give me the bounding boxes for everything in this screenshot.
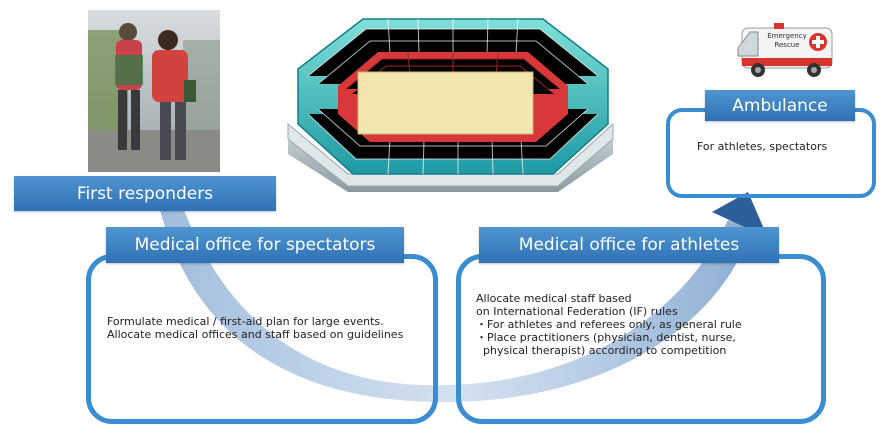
ambulance-label: Ambulance <box>705 90 855 121</box>
flow-arrow-head <box>712 192 768 238</box>
flow-arrow <box>160 192 768 403</box>
spectators-office-label: Medical office for spectators <box>106 227 404 263</box>
ambulance-sign-line2: Rescue <box>774 41 799 49</box>
spectators-office-text: Formulate medical / first-aid plan for l… <box>107 315 403 341</box>
ambulance-text: For athletes, spectators <box>697 140 828 153</box>
spectators-line: Formulate medical / first-aid plan for l… <box>107 315 384 328</box>
athletes-line: physical therapist) according to competi… <box>476 344 727 357</box>
athletes-office-label: Medical office for athletes <box>479 227 779 263</box>
flow-arrow-band <box>160 205 752 403</box>
ambulance-icon: Emergency Rescue <box>737 23 833 77</box>
stadium-illustration <box>287 18 614 192</box>
spectators-line: Allocate medical offices and staff based… <box>107 328 404 341</box>
first-responders-photo <box>88 10 220 172</box>
athletes-office-text: Allocate medical staff based on Internat… <box>476 292 742 357</box>
athletes-line: ・For athletes and referees only, as gene… <box>476 318 742 331</box>
ambulance-panel <box>666 108 876 198</box>
athletes-line: Allocate medical staff based <box>476 292 632 305</box>
athletes-line: ・Place practitioners (physician, dentist… <box>476 331 736 344</box>
first-responders-label: First responders <box>14 176 276 211</box>
ambulance-sign-line1: Emergency <box>767 32 806 40</box>
athletes-line: on International Federation (IF) rules <box>476 305 678 318</box>
